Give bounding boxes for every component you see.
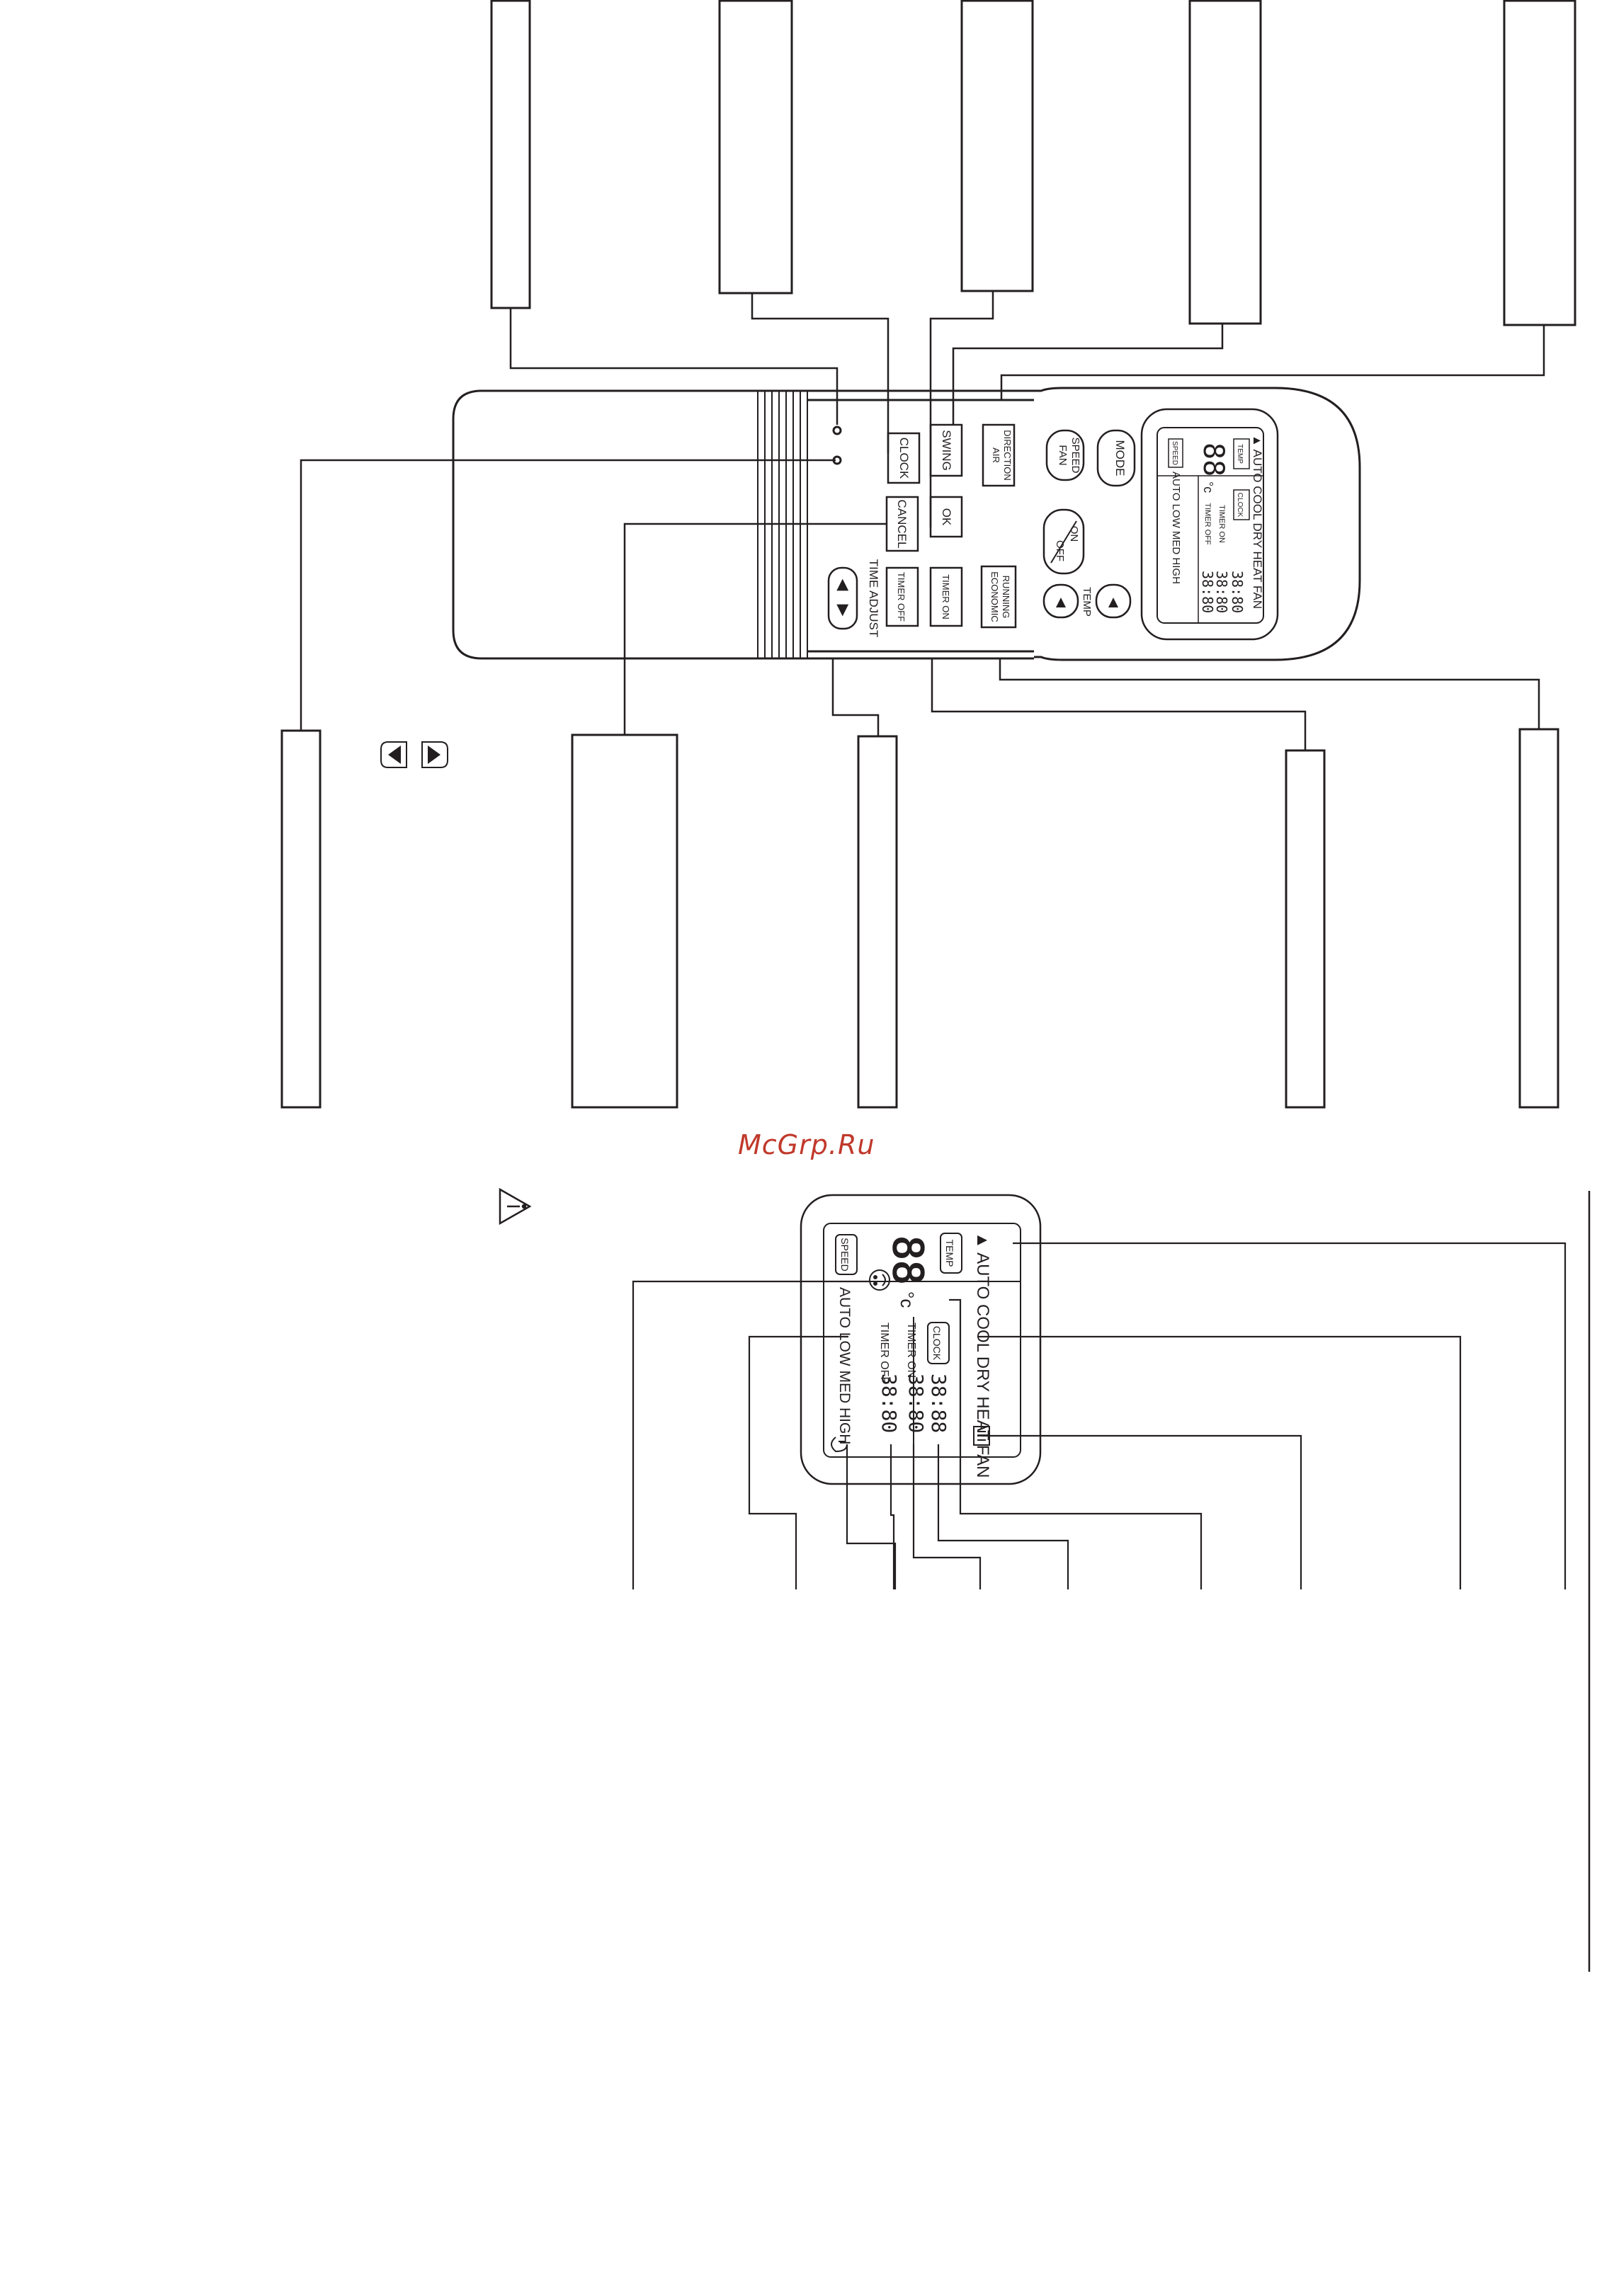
remote-lcd-screen xyxy=(1156,427,1264,624)
air-direction-label-1: AIR xyxy=(991,447,1001,463)
remote-lcd-clock-value: 38:80 xyxy=(1229,571,1246,613)
display-clock-badge: CLOCK xyxy=(931,1326,943,1361)
display-temp-badge: TEMP xyxy=(944,1240,955,1267)
timer-off-button[interactable] xyxy=(885,566,919,627)
callout-box-top-1 xyxy=(490,0,531,309)
remote-lcd-clock-badge: CLOCK xyxy=(1236,493,1244,518)
temp-up-button[interactable] xyxy=(1095,583,1132,619)
remote-lcd-frame xyxy=(1140,408,1279,641)
remote-lcd-timer-on-label: TIMER ON xyxy=(1217,505,1226,543)
economic-running-button[interactable] xyxy=(980,565,1017,629)
sleep-icon xyxy=(831,1437,848,1453)
callout-box-top-4 xyxy=(1188,0,1262,325)
remote-control: CLOCK SWING AIR DIRECTION CANCEL OK TIME… xyxy=(452,387,1361,661)
time-adjust-down-arrow: ▶ xyxy=(835,605,853,617)
callout-box-bottom-4 xyxy=(1285,749,1326,1109)
clock-button-label: CLOCK xyxy=(897,438,911,479)
left-right-arrows-icon xyxy=(380,741,448,768)
air-direction-button[interactable] xyxy=(982,423,1016,487)
remote-buttons: CLOCK SWING AIR DIRECTION CANCEL OK TIME… xyxy=(827,423,1017,638)
callout-box-bottom-2 xyxy=(571,733,678,1109)
display-leader-lines xyxy=(632,1242,1567,1589)
remote-lcd-timer-off-value: 38:80 xyxy=(1199,571,1216,613)
callout-boxes-bottom xyxy=(280,728,1559,1109)
display-timer-off-label: TIMER OFF xyxy=(878,1323,890,1383)
display-clock-value: 38:88 xyxy=(927,1373,950,1433)
remote-ribs xyxy=(757,391,808,658)
off-label: OFF xyxy=(1054,540,1066,561)
warning-icon xyxy=(499,1187,532,1226)
remote-lcd-temp-badge: TEMP xyxy=(1236,444,1244,464)
temp-up-arrow: ▲ xyxy=(1105,593,1122,612)
timer-on-button[interactable] xyxy=(929,566,963,627)
callout-box-bottom-5 xyxy=(1518,728,1559,1109)
air-direction-label-2: DIRECTION xyxy=(1002,430,1013,481)
display-detail: ▲ AUTO COOL DRY HEAT FAN TEMP 88 °c CLOC… xyxy=(632,1191,1591,1972)
time-adjust-button[interactable] xyxy=(827,566,858,630)
ok-button[interactable] xyxy=(929,496,963,538)
remote-lcd-temp-value: 88 xyxy=(1197,442,1229,476)
fan-speed-label-2: SPEED xyxy=(1069,438,1081,474)
remote-body xyxy=(452,389,1034,660)
callout-box-top-5 xyxy=(1503,0,1576,326)
mode-button[interactable] xyxy=(1096,429,1136,487)
display-unit: °c xyxy=(897,1291,918,1308)
on-off-button[interactable] xyxy=(1042,508,1085,575)
callout-boxes-top xyxy=(490,0,1576,326)
swing-button-label: SWING xyxy=(940,430,953,471)
temp-down-button[interactable] xyxy=(1042,583,1079,619)
leader-lines-bottom xyxy=(300,459,1540,750)
indicator-dot-1 xyxy=(832,425,842,435)
leader-lines-top xyxy=(509,291,1545,527)
remote-round-buttons: FAN SPEED MODE ON OFF ▲ ▲ TEMP xyxy=(1042,429,1136,619)
mode-button-label: MODE xyxy=(1113,440,1127,476)
cancel-button-label: CANCEL xyxy=(895,500,909,549)
remote-lcd-timer-on-value: 38:80 xyxy=(1213,571,1230,613)
time-adjust-label: TIME ADJUST xyxy=(867,559,880,638)
cancel-button[interactable] xyxy=(885,496,919,552)
time-adjust-up-arrow: ◀ xyxy=(835,579,853,591)
economic-label-2: RUNNING xyxy=(1001,576,1011,619)
callout-box-bottom-1 xyxy=(280,729,322,1109)
display-speed-badge: SPEED xyxy=(839,1238,851,1271)
display-timer-on-value: 38:80 xyxy=(904,1373,928,1433)
remote-lcd-unit: °c xyxy=(1201,481,1215,493)
fan-speed-button[interactable] xyxy=(1045,429,1085,481)
callout-box-top-2 xyxy=(718,0,793,295)
smiley-icon xyxy=(869,1269,890,1291)
economic-label-1: ECONOMIC xyxy=(989,571,1000,622)
temp-button-label: TEMP xyxy=(1081,587,1093,617)
timer-off-button-label: TIMER OFF xyxy=(896,572,907,622)
on-label: ON xyxy=(1068,526,1080,542)
watermark: McGrp.Ru xyxy=(738,1129,875,1160)
display-temp-value: 88 xyxy=(884,1235,932,1285)
remote-lcd-speed-badge: SPEED xyxy=(1171,441,1178,465)
timer-on-button-label: TIMER ON xyxy=(940,574,951,619)
remote-lcd-speed-values: AUTO LOW MED HIGH xyxy=(1170,472,1182,584)
display-detail-frame xyxy=(800,1194,1042,1485)
swing-button[interactable] xyxy=(929,423,963,477)
remote-lcd-modes: ▲ AUTO COOL DRY HEAT FAN xyxy=(1251,435,1264,609)
display-detail-screen xyxy=(823,1223,1021,1458)
fan-speed-label-1: FAN xyxy=(1057,445,1069,465)
display-speed-values: AUTO LOW MED HIGH xyxy=(836,1287,853,1444)
clock-button[interactable] xyxy=(887,432,921,484)
callout-box-bottom-3 xyxy=(857,735,898,1109)
remote-lcd: ▲ AUTO COOL DRY HEAT FAN TEMP 88 °c CLOC… xyxy=(1140,408,1279,641)
display-timer-on-label: TIMER ON xyxy=(905,1323,917,1378)
remote-lcd-timer-off-label: TIMER OFF xyxy=(1203,503,1212,545)
callout-box-top-3 xyxy=(960,0,1034,292)
display-timer-off-value: 38:80 xyxy=(877,1373,901,1433)
remote-head xyxy=(1034,387,1361,661)
indicator-dot-2 xyxy=(832,455,842,465)
ok-button-label: OK xyxy=(940,508,953,526)
temp-down-arrow: ▲ xyxy=(1052,593,1069,612)
